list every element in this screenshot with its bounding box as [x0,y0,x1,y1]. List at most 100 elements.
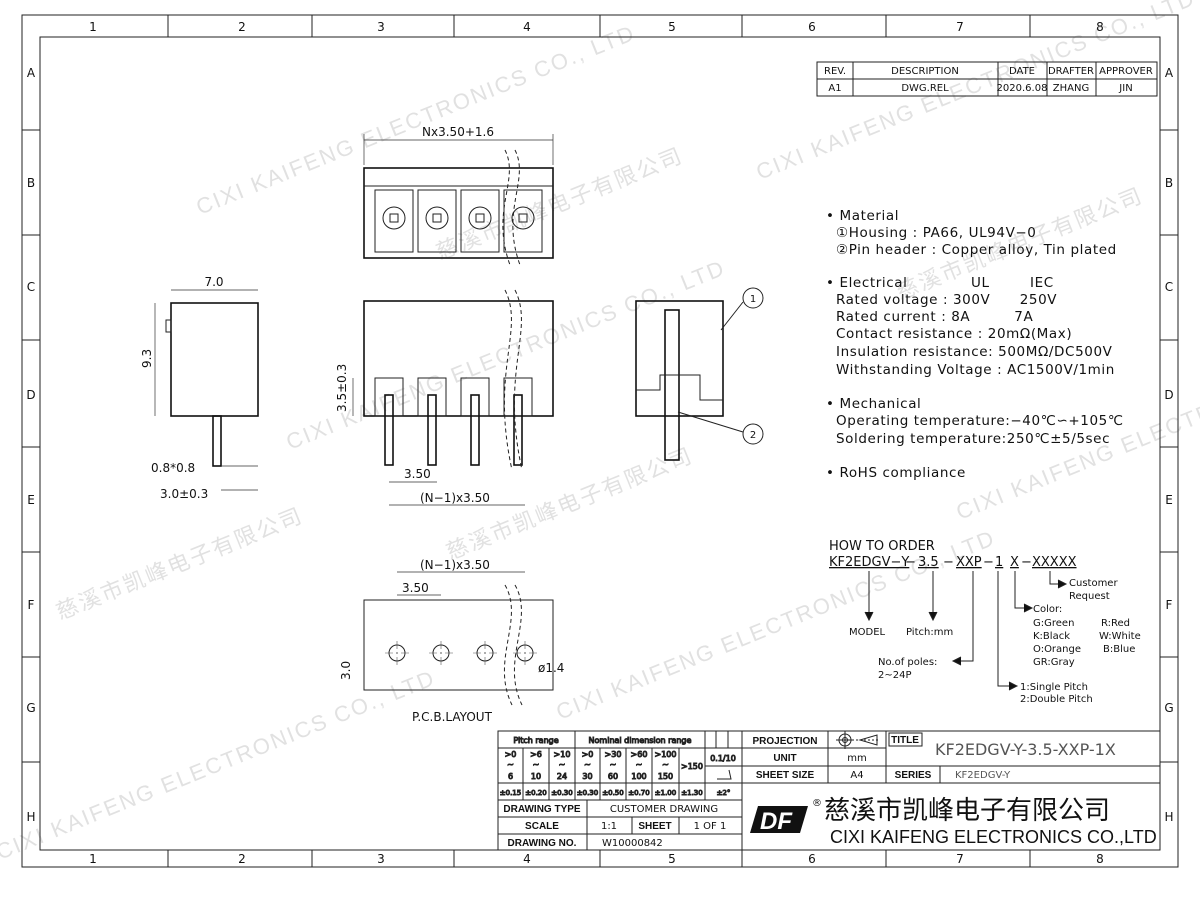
date-value: 2020.6.08 [997,83,1048,94]
range-gt150: >150 [681,762,703,771]
tolerance-value: ±0.70 [628,789,649,797]
column-label: 4 [523,20,531,34]
specifications: • Material ①Housing : PA66, UL94V−0 ②Pin… [826,208,1123,481]
tolerance-value: ±1.30 [681,789,702,797]
column-label: 7 [956,20,964,34]
column-label: 6 [808,852,816,866]
row-label: H [1164,810,1173,824]
registered-mark: ® [812,798,822,809]
range-start: >60 [631,750,648,759]
tolerance-value: ±1.00 [655,789,676,797]
drafter-value: ZHANG [1053,83,1089,94]
drawing-type-label: DRAWING TYPE [503,804,581,815]
revision-table: REV. DESCRIPTION DATE DRAFTER APPROVER A… [816,61,1158,97]
spec-rated-voltage: Rated voltage : 300V 250V [836,292,1057,308]
range-tilde: ~ [662,760,669,769]
range-tilde: ~ [559,760,566,769]
section-view: 1 2 [635,287,764,461]
range-end: 24 [557,772,567,781]
range-end: 60 [608,772,618,781]
column-label: 5 [668,852,676,866]
side-width-dimension: 7.0 [204,275,223,289]
drafter-header: DRAFTER [1048,66,1094,77]
scale-value: 1:1 [601,821,617,832]
nominal-range-label: Nominal dimension range [589,736,692,745]
screw-icon [511,206,535,230]
row-label: H [26,810,35,824]
pcb-height-dimension: 3.0 [339,661,353,680]
company-name-en: CIXI KAIFENG ELECTRONICS CO.,LTD [830,827,1157,847]
column-label: 4 [523,852,531,866]
range-tilde: ~ [636,760,643,769]
order-pitch-label: Pitch:mm [906,627,953,638]
order-code-pitch-type: 1 [995,555,1003,570]
column-label: 8 [1096,20,1104,34]
drawing-no-value: W10000842 [602,838,663,849]
screw-icon [468,206,492,230]
description-header: DESCRIPTION [891,66,959,77]
column-label: 8 [1096,852,1104,866]
tolerance-value: ±0.50 [602,789,623,797]
range-end: 100 [631,772,646,781]
title-label: TITLE [891,735,919,746]
pcb-pitch-dimension: 3.50 [402,581,429,595]
pin [470,394,480,466]
row-label: D [1164,388,1173,402]
order-separator: − [943,555,954,570]
row-label: A [27,66,36,80]
row-label: E [27,493,35,507]
range-start: >0 [505,750,517,759]
column-label: 3 [377,20,385,34]
column-label: 2 [238,20,246,34]
order-code-pitch: 3.5 [918,555,939,570]
terminal-cell [503,189,543,253]
spec-insulation-resistance: Insulation resistance: 500MΩ/DC500V [836,344,1113,360]
callout-2: 2 [750,430,756,441]
order-poles-label: No.of poles: [878,657,937,668]
range-tilde: ~ [533,760,540,769]
screw-icon [425,206,449,230]
front-view: 3.5±0.3 3.50 (N−1)x3.50 [335,289,554,506]
range-tilde: ~ [507,760,514,769]
order-code-poles: XXP [956,555,982,570]
tolerance-value: ±0.15 [500,789,521,797]
pin [427,394,437,466]
side-height-dimension: 9.3 [140,349,154,368]
row-label: C [27,280,35,294]
how-to-order: HOW TO ORDER KF2EDGV−Y − 3.5 − XXP − 1 X… [829,539,1141,705]
watermark-text: CIXI KAIFENG ELECTRONICS CO., LTD [0,665,439,865]
range-start: >100 [655,750,677,759]
pin [384,394,394,466]
column-label: 2 [238,852,246,866]
range-start: >6 [530,750,542,759]
range-tilde: ~ [584,760,591,769]
range-end: 30 [582,772,592,781]
row-label: B [27,176,35,190]
row-label: D [26,388,35,402]
projection-symbol-icon [836,731,880,749]
pin-length-dimension: 3.0±0.3 [160,487,208,501]
sheet-value: 1 OF 1 [694,821,727,832]
row-label: G [1164,701,1173,715]
range-tilde: ~ [610,760,617,769]
terminal-cell [460,189,500,253]
sheet-size-value: A4 [850,770,863,781]
sheet-size-label: SHEET SIZE [756,770,815,781]
approver-header: APPROVER [1099,66,1153,77]
pcb-layout: (N−1)x3.50 3.50 ø1.4 3.0 P.C.B.LAYOUT [339,558,564,724]
spec-rated-current: Rated current : 8A 7A [836,309,1033,325]
pcb-layout-label: P.C.B.LAYOUT [412,710,493,724]
sheet-label: SHEET [638,821,671,832]
order-code-color: X [1010,555,1019,570]
row-label: A [1165,66,1174,80]
rev-value: A1 [828,83,841,94]
order-separator: − [983,555,994,570]
range-end: 150 [658,772,673,781]
column-label: 6 [808,20,816,34]
unit-label: UNIT [773,753,796,764]
color-option: R:Red [1101,618,1130,629]
watermark-text: 慈溪市凯峰电子有限公司 [433,143,687,265]
spec-withstanding-voltage: Withstanding Voltage : AC1500V/1min [836,362,1115,378]
